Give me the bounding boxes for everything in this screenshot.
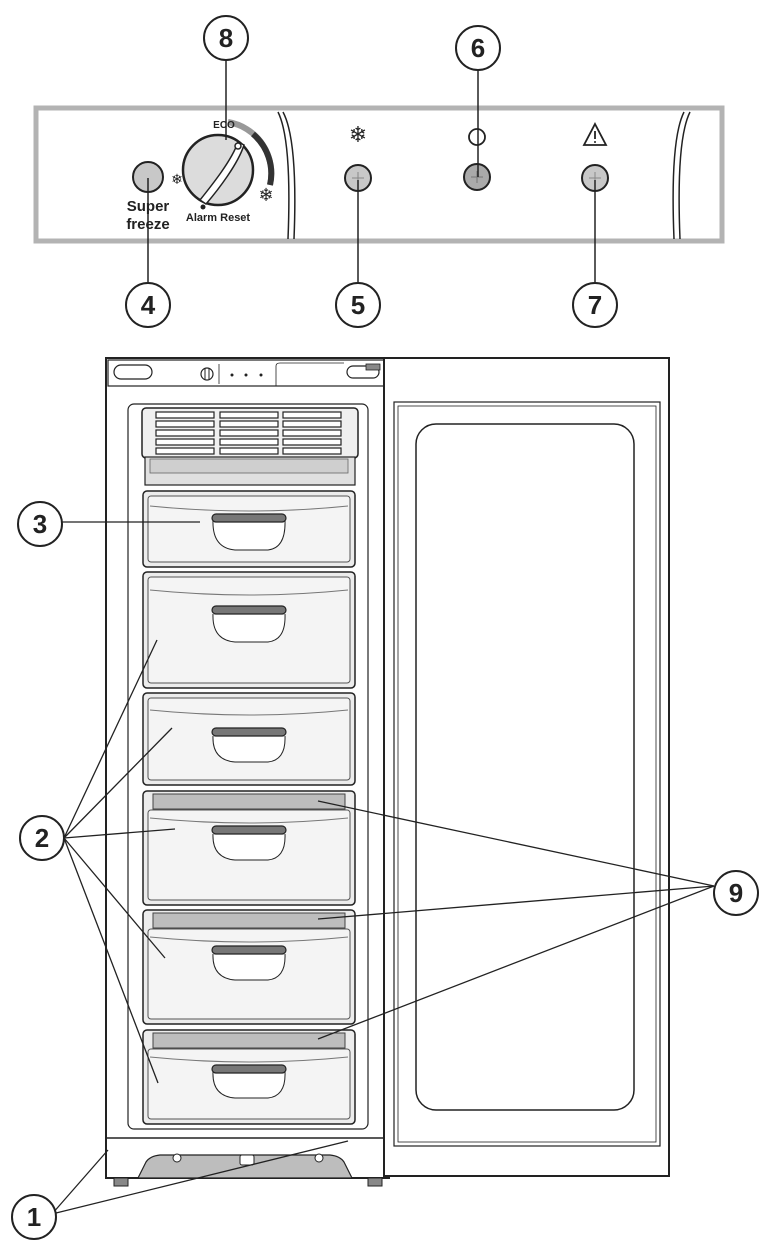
adjustable-foot-right	[367, 1177, 383, 1187]
freezer-cabinet	[105, 357, 670, 1187]
drawer-3	[142, 692, 356, 786]
svg-text:5: 5	[351, 290, 365, 320]
alarm-reset-dot	[200, 204, 206, 210]
power-icon	[468, 128, 486, 146]
snowflake-icon: ❄	[349, 122, 367, 147]
svg-text:9: 9	[729, 878, 743, 908]
cabinet-callouts: 3 2 9 1	[11, 501, 759, 1240]
svg-text:6: 6	[471, 33, 485, 63]
callout-6: 6	[455, 25, 501, 71]
large-snowflake-icon: ❄	[258, 185, 273, 205]
svg-text:1: 1	[27, 1202, 41, 1232]
svg-text:3: 3	[33, 509, 47, 539]
adjustable-foot-left	[113, 1177, 129, 1187]
callout-7: 7	[572, 282, 618, 328]
drawer-4	[142, 790, 356, 906]
callout-5: 5	[335, 282, 381, 328]
svg-text:4: 4	[141, 290, 156, 320]
drawer-1	[142, 490, 356, 568]
eco-label: ECO	[213, 120, 235, 131]
svg-text:8: 8	[219, 23, 233, 53]
drawer-6	[142, 1029, 356, 1125]
drawer-2	[142, 571, 356, 689]
control-panel: Super freeze ECO ❄ ❄ Alarm Reset ❄	[33, 105, 725, 244]
small-snowflake-icon: ❄	[171, 171, 183, 187]
callout-3: 3	[17, 501, 63, 547]
drawer-5	[142, 909, 356, 1025]
warning-triangle-icon	[582, 122, 608, 146]
freezer-door	[383, 357, 670, 1177]
callout-2: 2	[19, 815, 65, 861]
callout-8: 8	[203, 15, 249, 61]
callout-1: 1	[11, 1194, 57, 1240]
svg-text:2: 2	[35, 823, 49, 853]
alarm-reset-label: Alarm Reset	[186, 212, 251, 224]
evaporator-grille	[141, 407, 359, 486]
callout-4: 4	[125, 282, 171, 328]
control-panel-callouts: 8 6 4 5 7	[125, 15, 618, 328]
svg-text:7: 7	[588, 290, 602, 320]
callout-9: 9	[713, 870, 759, 916]
